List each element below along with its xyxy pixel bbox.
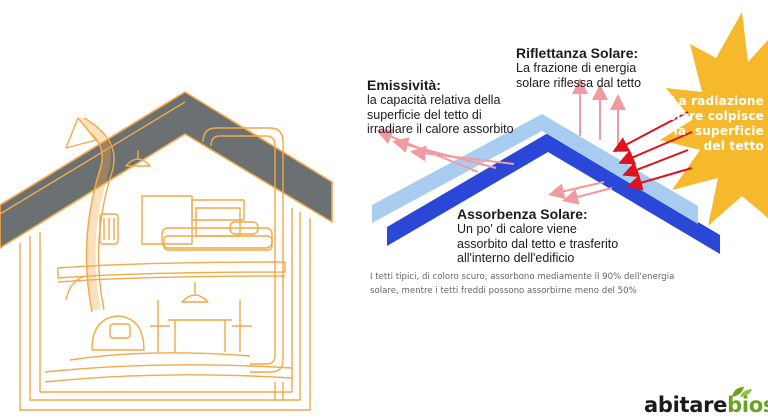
footnote: I tetti tipici, di coloro scuro, assorbo… xyxy=(370,270,765,298)
sun-line-3: la superficie xyxy=(673,124,764,138)
reflectance-line-1: La frazione di energia xyxy=(516,61,637,75)
logo-part-abitare: abitare xyxy=(644,393,728,417)
absorbance-line-3: all'interno dell'edificio xyxy=(457,251,575,265)
emissivity-label: Emissività: la capacità relativa della s… xyxy=(367,78,537,137)
emissivity-arrows xyxy=(376,129,515,173)
reflectance-line-2: solare riflessa dal tetto xyxy=(516,75,642,90)
sun-star xyxy=(660,12,768,226)
roof-dark-layer xyxy=(387,133,720,254)
sun-line-2: solare colpisce xyxy=(660,109,764,123)
emissivity-line-2: superficie del tetto di xyxy=(367,107,482,122)
emissivity-title: Emissività: xyxy=(367,77,441,93)
leaf-icon xyxy=(732,387,752,397)
sun-label: La radiazione solare colpisce la superfi… xyxy=(656,94,764,154)
house-floor xyxy=(57,261,286,279)
emissivity-line-1: la capacità relativa della xyxy=(367,93,501,107)
house-walls xyxy=(19,212,311,411)
absorbance-line-1: Un po' di calore viene xyxy=(457,222,577,236)
sun-line-1: La radiazione xyxy=(670,94,764,108)
heat-rise-arrow xyxy=(75,117,112,311)
footnote-line-2: solare, mentre i tetti freddi possono as… xyxy=(370,286,637,296)
absorbance-title: Assorbenza Solare: xyxy=(457,206,588,222)
absorbance-arrows xyxy=(548,181,613,205)
reflectance-title: Riflettanza Solare: xyxy=(516,45,639,61)
emissivity-line-3: irradiare il calore assorbito xyxy=(367,122,514,136)
sun-line-4: del tetto xyxy=(703,139,764,153)
logo-part-bios: bios xyxy=(727,393,768,417)
reflectance-label: Riflettanza Solare: La frazione di energ… xyxy=(516,46,676,90)
footnote-line-1: I tetti tipici, di coloro scuro, assorbo… xyxy=(370,272,675,282)
reflectance-arrows xyxy=(572,78,626,148)
absorbance-label: Assorbenza Solare: Un po' di calore vien… xyxy=(457,207,667,266)
absorbance-line-2: assorbito dal tetto e trasferito xyxy=(457,236,619,251)
abitarebios-logo: abitarebios xyxy=(644,393,768,417)
incoming-radiation-arrows xyxy=(612,111,693,191)
